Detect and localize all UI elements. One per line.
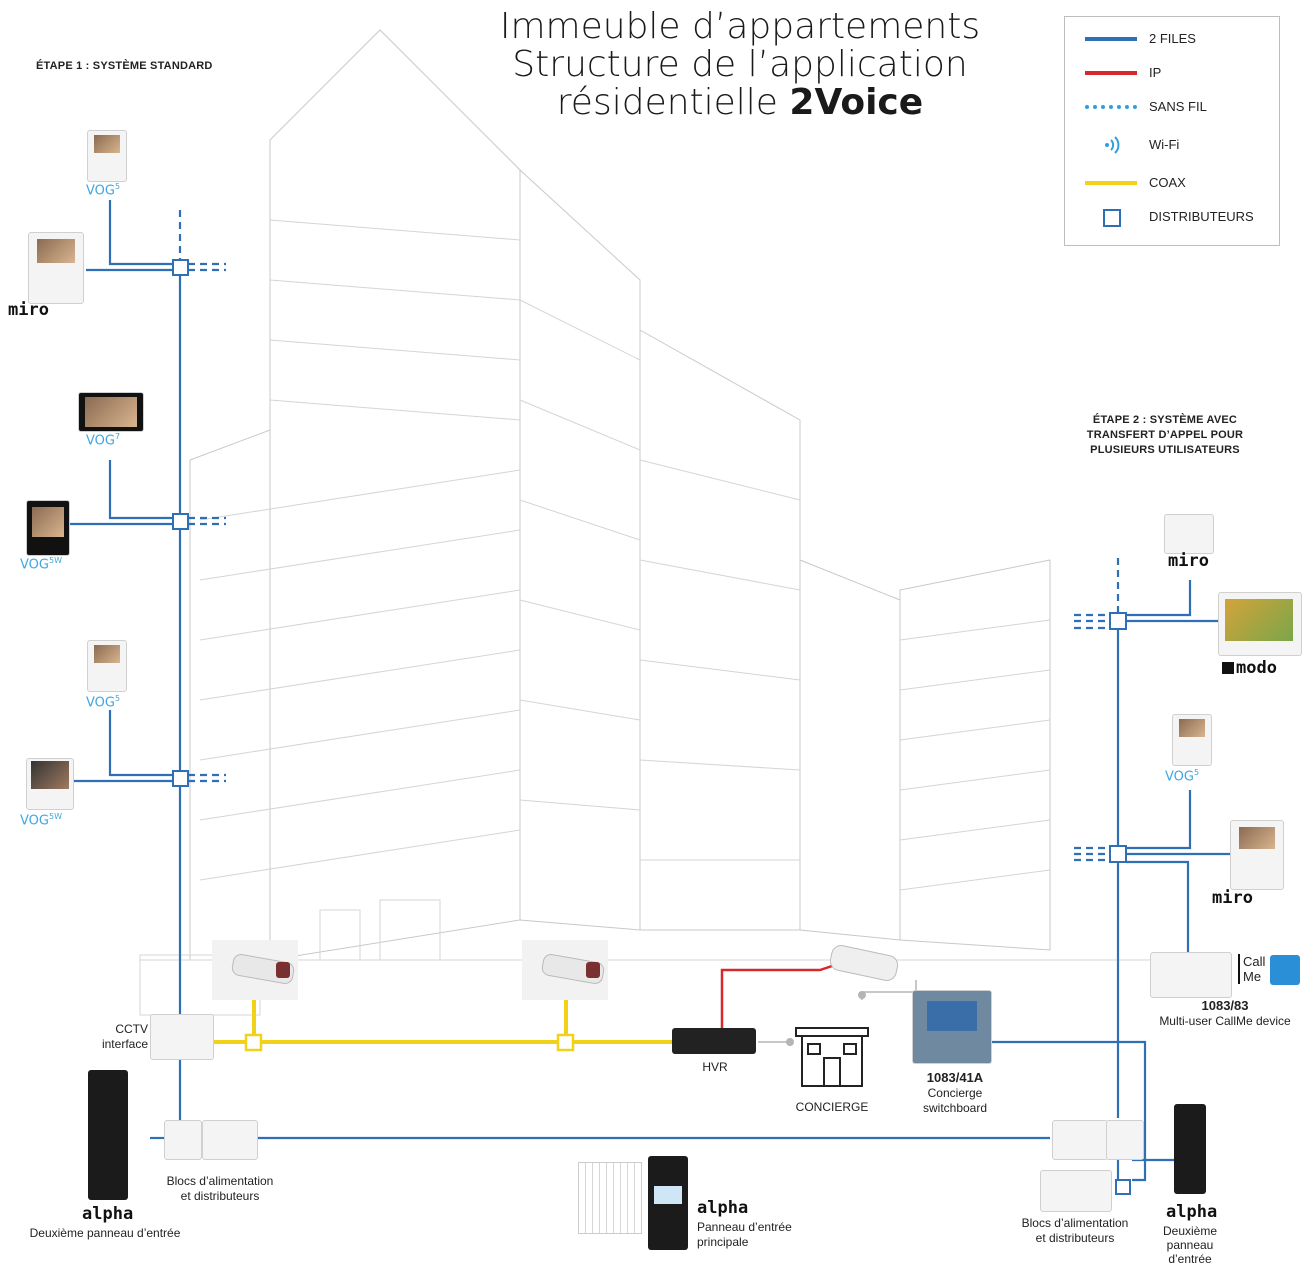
ip-line-icon bbox=[1085, 71, 1137, 75]
step-2-label: ÉTAPE 2 : SYSTÈME AVEC TRANSFERT D’APPEL… bbox=[1060, 413, 1270, 458]
legend-item: SANS FIL bbox=[1065, 95, 1279, 119]
alpha-logo: alpha bbox=[697, 1198, 749, 1218]
right-two-wire-riser bbox=[990, 558, 1230, 1182]
vog5-label: VOG5 bbox=[86, 182, 121, 199]
hvr-label: HVR bbox=[702, 1060, 728, 1074]
callme-user-icon bbox=[1270, 955, 1300, 985]
vog7-monitor-image bbox=[78, 392, 144, 432]
switchboard-image bbox=[912, 990, 992, 1064]
right-distributors bbox=[1109, 612, 1131, 1195]
callme-device-image bbox=[1150, 952, 1232, 998]
miro-logo: miro bbox=[1168, 551, 1209, 571]
power-supply-image bbox=[1106, 1120, 1144, 1160]
alpha-logo: alpha bbox=[1166, 1202, 1218, 1222]
legend: 2 FILES IP SANS FIL Wi-Fi COAX DISTRIBUT… bbox=[1064, 16, 1280, 246]
legend-label: 2 FILES bbox=[1149, 31, 1196, 46]
title-line-1: Immeuble d’appartements bbox=[499, 6, 981, 47]
coax-line-icon bbox=[1085, 181, 1137, 185]
miro-logo: miro bbox=[8, 300, 49, 320]
distributor-square bbox=[172, 770, 189, 787]
legend-label: DISTRIBUTEURS bbox=[1149, 209, 1254, 224]
callme-caption: 1083/83 Multi-user CallMe device bbox=[1159, 998, 1291, 1028]
step-2-line: PLUSIEURS UTILISATEURS bbox=[1090, 444, 1240, 456]
left-distributors bbox=[172, 259, 189, 787]
step-2-line: ÉTAPE 2 : SYSTÈME AVEC bbox=[1092, 414, 1238, 426]
vog5w-monitor-image bbox=[26, 500, 70, 556]
legend-label: IP bbox=[1149, 65, 1162, 80]
cctv-interface-image bbox=[150, 1014, 214, 1060]
vog5w-monitor-image bbox=[26, 758, 74, 810]
modo-logo: modo bbox=[1222, 658, 1277, 678]
miro-logo: miro bbox=[1212, 888, 1253, 908]
vog5-monitor-image bbox=[1172, 714, 1212, 766]
panel-left-label: Deuxième panneau d’entrée bbox=[29, 1226, 181, 1240]
legend-item: IP bbox=[1065, 61, 1279, 85]
page-title: Immeuble d’appartements Structure de l’a… bbox=[470, 8, 1010, 122]
vog5w-label: VOG5W bbox=[20, 812, 62, 829]
power-supply-image bbox=[164, 1120, 202, 1160]
alpha-logo: alpha bbox=[82, 1204, 134, 1224]
vog5w-label: VOG5W bbox=[20, 556, 62, 573]
power-supply-image bbox=[1052, 1120, 1108, 1160]
vog5-monitor-image bbox=[87, 130, 127, 182]
wireless-line-icon bbox=[1085, 105, 1137, 109]
vog7-label: VOG7 bbox=[86, 432, 121, 449]
entrance-panel-image bbox=[88, 1070, 128, 1200]
distributor-square bbox=[1109, 845, 1127, 863]
vog5-label: VOG5 bbox=[86, 694, 121, 711]
title-line-3-prefix: résidentielle bbox=[556, 82, 778, 123]
modo-monitor-image bbox=[1218, 592, 1302, 656]
legend-item: DISTRIBUTEURS bbox=[1065, 205, 1279, 229]
building-sketch bbox=[139, 29, 1150, 1016]
step-1-label: ÉTAPE 1 : SYSTÈME STANDARD bbox=[36, 60, 213, 72]
power-supply-image bbox=[1040, 1170, 1112, 1212]
miro-monitor-image bbox=[1230, 820, 1284, 890]
gate-icon bbox=[578, 1162, 642, 1234]
legend-label: COAX bbox=[1149, 175, 1186, 190]
camera-icon bbox=[522, 940, 608, 1000]
distributor-square bbox=[172, 513, 189, 530]
distributor-square bbox=[172, 259, 189, 276]
legend-label: SANS FIL bbox=[1149, 99, 1207, 114]
vog5-monitor-image bbox=[87, 640, 127, 692]
two-wire-line-icon bbox=[1085, 37, 1137, 41]
concierge-icon bbox=[795, 1027, 869, 1087]
main-entrance-panel-image bbox=[648, 1156, 688, 1250]
distributor-square-icon bbox=[1103, 209, 1121, 227]
legend-item: Wi-Fi bbox=[1065, 133, 1279, 157]
title-line-2: Structure de l’application bbox=[512, 44, 968, 85]
entrance-panel-image bbox=[1174, 1104, 1206, 1194]
switchboard-caption: 1083/41A Concierge switchboard bbox=[922, 1070, 988, 1115]
wifi-icon bbox=[1105, 136, 1120, 154]
miro-monitor-image bbox=[28, 232, 84, 304]
vog5-label: VOG5 bbox=[1165, 768, 1200, 785]
coax-distributors bbox=[244, 1033, 575, 1052]
distributor-square bbox=[1109, 612, 1127, 630]
miro-audio-image bbox=[1164, 514, 1214, 554]
concierge-label: CONCIERGE bbox=[795, 1100, 869, 1114]
power-supply-image bbox=[202, 1120, 258, 1160]
step-2-line: TRANSFERT D’APPEL POUR bbox=[1086, 429, 1244, 441]
title-line-3: résidentielle 2Voice bbox=[470, 84, 1010, 122]
distributor-square bbox=[1115, 1179, 1131, 1195]
camera-icon bbox=[212, 940, 298, 1000]
legend-item: 2 FILES bbox=[1065, 27, 1279, 51]
legend-label: Wi-Fi bbox=[1149, 137, 1180, 152]
title-brand: 2Voice bbox=[789, 82, 924, 123]
hvr-image bbox=[672, 1028, 756, 1054]
left-two-wire-riser bbox=[70, 200, 1050, 1140]
legend-item: COAX bbox=[1065, 171, 1279, 195]
